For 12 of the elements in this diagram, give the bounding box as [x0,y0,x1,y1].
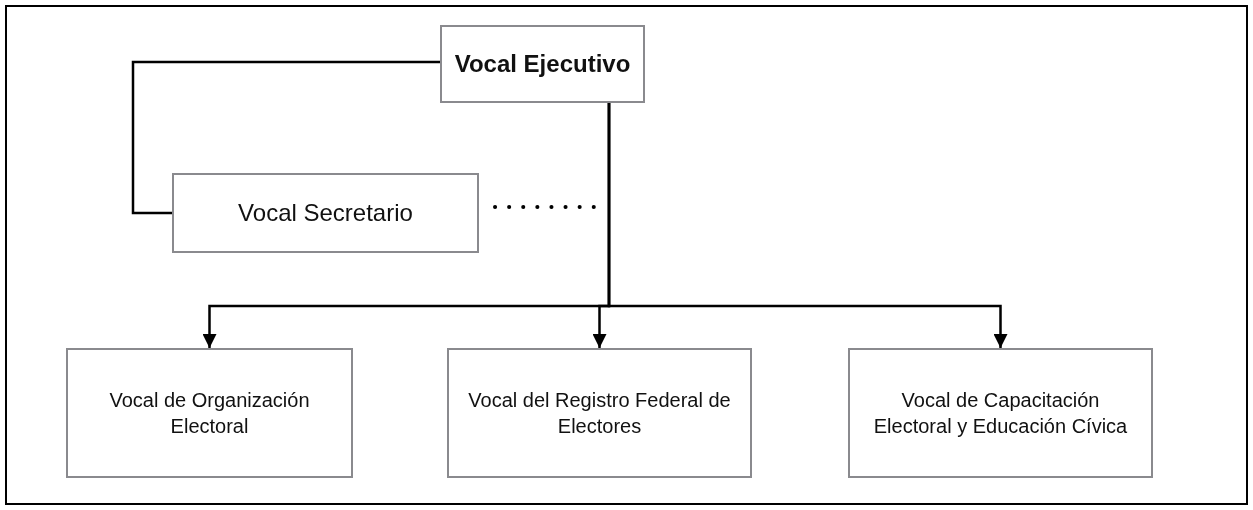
org-box [447,348,752,478]
role-label: Vocal Ejecutivo [454,49,631,80]
org-box [172,173,479,253]
org-box [66,348,353,478]
role-label: Vocal de Capacitación Electoral y Educación Cívica [872,388,1129,439]
org-box [848,348,1153,478]
role-label: Vocal del Registro Federal de Electores [467,388,732,439]
connector-line [131,60,440,215]
role-label: Vocal de Organización Electoral [108,388,311,439]
arrow [607,103,1008,348]
role-label: Vocal Secretario [238,198,413,229]
org-box [440,25,645,103]
